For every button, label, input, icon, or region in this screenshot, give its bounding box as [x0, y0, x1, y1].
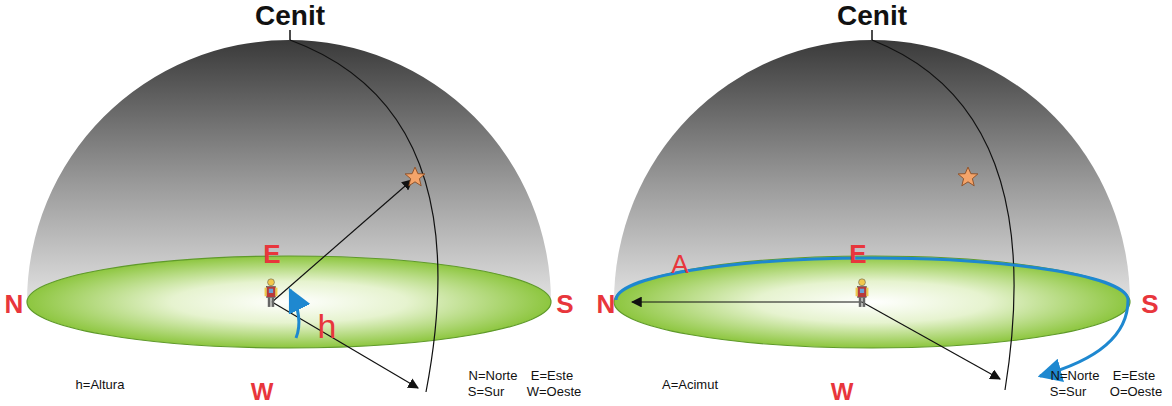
- angle-label: h: [318, 309, 337, 343]
- direction-label: N: [5, 291, 24, 317]
- direction-label: N: [597, 291, 616, 317]
- zenith-label: Cenit: [255, 2, 325, 30]
- key-text: S=Sur: [468, 385, 505, 398]
- direction-label: S: [556, 291, 573, 317]
- direction-label: S: [1141, 291, 1158, 317]
- key-text: h=Altura: [76, 378, 125, 391]
- left-sphere: [27, 30, 551, 392]
- key-text: O=Oeste: [1110, 385, 1162, 398]
- key-text: E=Este: [1113, 369, 1155, 382]
- key-text: S=Sur: [1050, 385, 1087, 398]
- zenith-label: Cenit: [837, 2, 907, 30]
- angle-label: A: [671, 251, 688, 277]
- key-text: E=Este: [531, 369, 573, 382]
- direction-label: E: [263, 241, 280, 267]
- direction-label: E: [849, 241, 866, 267]
- direction-label: W: [831, 380, 854, 404]
- direction-label: W: [251, 380, 274, 404]
- right-sphere: [614, 30, 1130, 390]
- key-text: N=Norte: [1051, 369, 1100, 382]
- key-text: N=Norte: [469, 369, 518, 382]
- key-text: W=Oeste: [527, 385, 582, 398]
- key-text: A=Acimut: [662, 378, 718, 391]
